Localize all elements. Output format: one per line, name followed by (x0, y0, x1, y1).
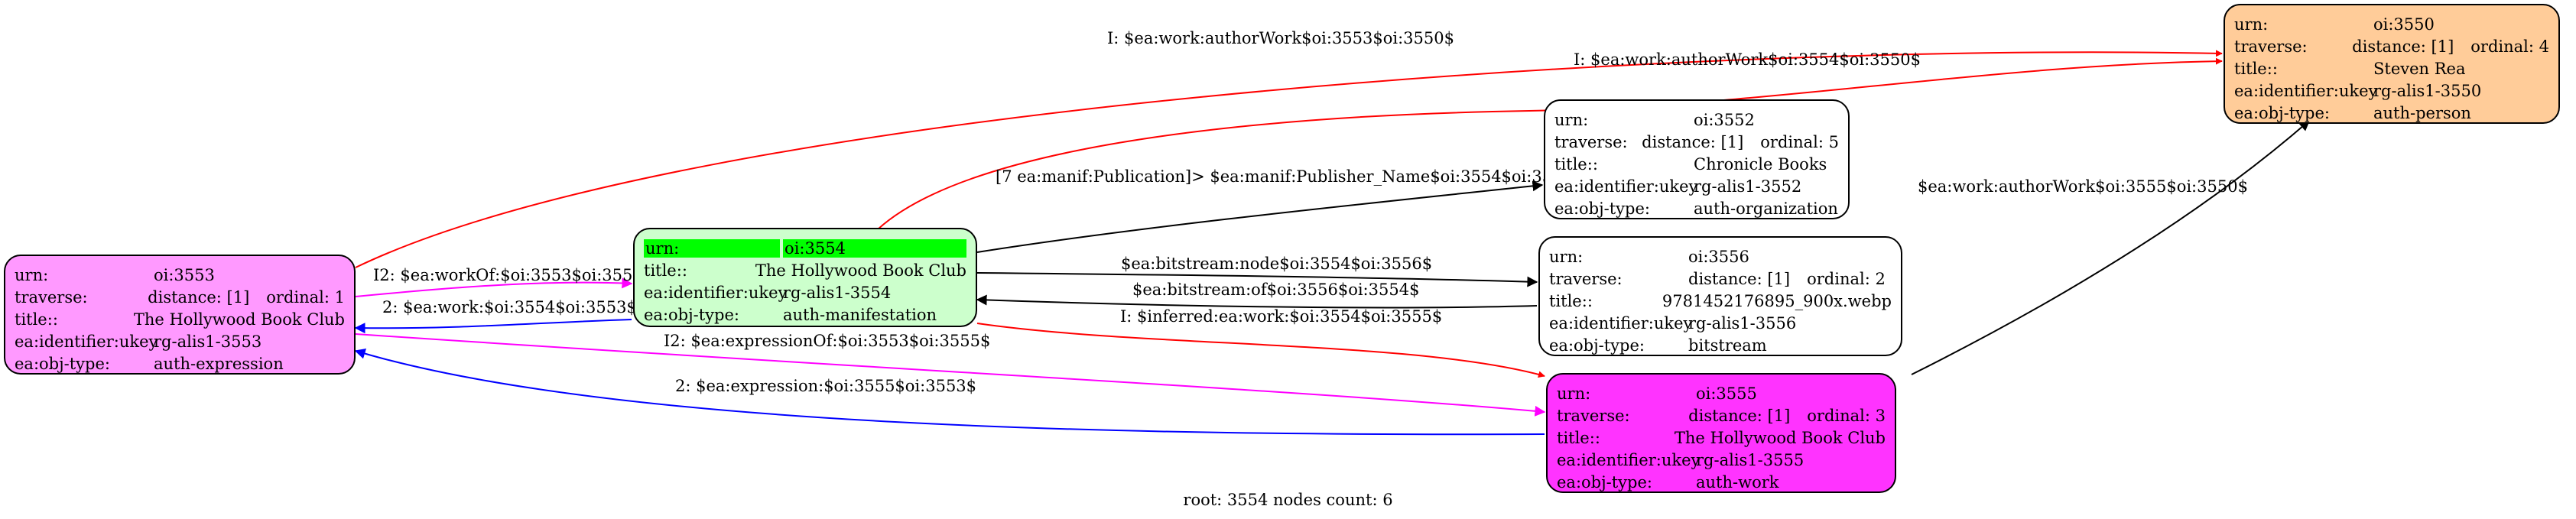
field-key: ea:obj-type: (1549, 336, 1645, 355)
field-key: title:: (644, 261, 687, 280)
node-ukey: rg-alis1-3553 (154, 332, 262, 351)
node-distance: distance: [1] (1688, 269, 1791, 288)
graph-caption: root: 3554 nodes count: 6 (1183, 491, 1393, 509)
field-key: title:: (1557, 428, 1600, 447)
edge-label: [7 ea:manif:Publication]> $ea:manif:Publ… (996, 167, 1593, 186)
node-oi-3553[interactable]: urn: oi:3553 traverse: distance: [1] ordina… (4, 255, 356, 375)
node-obj-type: auth-expression (154, 354, 284, 373)
node-title: The Hollywood Book Club (133, 310, 345, 329)
field-key: urn: (1557, 384, 1591, 403)
node-ukey: rg-alis1-3555 (1696, 450, 1804, 469)
field-key: urn: (1549, 247, 1584, 266)
node-distance: distance: [1] (1688, 406, 1791, 425)
field-key: title:: (1554, 154, 1598, 174)
node-ordinal: ordinal: 3 (1807, 406, 1886, 425)
field-key: ea:identifier:ukey (15, 332, 158, 351)
node-oi-3555[interactable]: urn: oi:3555 traverse: distance: [1] ordina… (1546, 373, 1896, 493)
field-key: ea:obj-type: (2234, 103, 2330, 122)
field-key: ea:identifier:ukey (1549, 313, 1693, 332)
node-distance: distance: [1] (148, 287, 250, 307)
node-obj-type: auth-organization (1694, 199, 1838, 218)
node-urn: oi:3555 (1696, 384, 1757, 403)
field-key: ea:identifier:ukey (1557, 450, 1701, 469)
edge-label: I2: $ea:expressionOf:$oi:3553$oi:3555$ (664, 332, 991, 350)
field-key: traverse: (15, 287, 88, 307)
field-key: urn: (2234, 15, 2269, 34)
edge-label: I: $ea:work:authorWork$oi:3554$oi:3550$ (1574, 50, 1921, 69)
edge-inferred-work-3554-3555 (976, 323, 1545, 378)
field-key: urn: (1554, 110, 1589, 129)
edge-label: I2: $ea:workOf:$oi:3553$oi:3554$ (373, 266, 654, 284)
field-key: ea:identifier:ukey (2234, 81, 2378, 100)
node-obj-type: auth-person (2373, 103, 2471, 122)
field-key: title:: (1549, 291, 1593, 310)
node-ukey: rg-alis1-3552 (1694, 177, 1802, 196)
node-obj-type: bitstream (1688, 336, 1767, 355)
node-distance: distance: [1] (2352, 37, 2454, 56)
node-title: Steven Rea (2373, 59, 2466, 78)
node-ordinal: ordinal: 2 (1807, 269, 1886, 288)
node-urn: oi:3553 (154, 265, 215, 284)
field-key: ea:obj-type: (15, 354, 110, 373)
edge-publisher-3554-3552 (976, 180, 1544, 253)
node-ukey: rg-alis1-3556 (1688, 313, 1797, 332)
edge-label: $ea:bitstream:node$oi:3554$oi:3556$ (1121, 255, 1433, 273)
node-title: Chronicle Books (1694, 154, 1827, 174)
field-key: urn: (644, 238, 781, 258)
node-oi-3554[interactable]: urn:oi:3554 title::The Hollywood Book Cl… (633, 228, 977, 327)
edge-label: 2: $ea:expression:$oi:3555$oi:3553$ (675, 377, 977, 395)
edge-label: I: $ea:work:authorWork$oi:3553$oi:3550$ (1107, 29, 1454, 47)
node-ordinal: ordinal: 1 (266, 287, 345, 307)
field-key: ea:identifier:ukey (1554, 177, 1698, 196)
node-title: The Hollywood Book Club (1674, 428, 1886, 447)
field-key: traverse: (1554, 132, 1628, 151)
edge-work-3554-3553 (354, 319, 632, 334)
node-ukey: rg-alis1-3550 (2373, 81, 2482, 100)
edge-authorwork-3554-3550 (877, 57, 2223, 230)
node-oi-3556[interactable]: urn: oi:3556 traverse: distance: [1] ordina… (1538, 236, 1902, 356)
node-urn: oi:3550 (2373, 15, 2435, 34)
field-key: title:: (2234, 59, 2278, 78)
node-ordinal: ordinal: 4 (2470, 37, 2549, 56)
node-oi-3552[interactable]: urn: oi:3552 traverse: distance: [1] ordina… (1544, 99, 1850, 219)
edge-authorwork-3553-3550 (355, 50, 2223, 268)
node-urn: oi:3556 (1688, 247, 1749, 266)
field-key: ea:obj-type: (1554, 199, 1650, 218)
field-key: urn: (15, 265, 49, 284)
edge-label: $ea:bitstream:of$oi:3556$oi:3554$ (1132, 281, 1420, 299)
edge-bitstream-of-3556-3554 (976, 294, 1538, 309)
edge-label: I: $inferred:ea:work:$oi:3554$oi:3555$ (1120, 307, 1443, 326)
edge-label: $ea:work:authorWork$oi:3555$oi:3550$ (1918, 177, 2248, 196)
field-key: traverse: (1549, 269, 1623, 288)
edge-label: 2: $ea:work:$oi:3554$oi:3553$ (382, 298, 637, 316)
node-title: The Hollywood Book Club (755, 261, 966, 280)
node-distance: distance: [1] (1642, 132, 1744, 151)
node-urn: oi:3552 (1694, 110, 1755, 129)
field-key: title:: (15, 310, 58, 329)
edge-workof-3553-3554 (355, 277, 633, 297)
node-oi-3550[interactable]: urn: oi:3550 traverse: distance: [1] ordina… (2224, 4, 2560, 124)
field-key: ea:obj-type: (1557, 472, 1652, 491)
edge-bitstream-node-3554-3556 (976, 272, 1538, 287)
node-urn: oi:3554 (783, 238, 966, 258)
edge-authorwork-3555-3550 (1911, 120, 2311, 375)
node-obj-type: auth-manifestation (783, 305, 937, 324)
node-title: 9781452176895_900x.webp (1662, 291, 1892, 310)
field-key: ea:identifier:ukey (644, 283, 788, 302)
node-ordinal: ordinal: 5 (1760, 132, 1839, 151)
node-ukey: rg-alis1-3554 (783, 283, 892, 302)
node-obj-type: auth-work (1696, 472, 1779, 491)
field-key: traverse: (2234, 37, 2308, 56)
field-key: traverse: (1557, 406, 1630, 425)
edge-expression-3555-3553 (354, 348, 1545, 436)
edge-expressionof-3553-3555 (355, 333, 1546, 417)
field-key: ea:obj-type: (644, 305, 739, 324)
